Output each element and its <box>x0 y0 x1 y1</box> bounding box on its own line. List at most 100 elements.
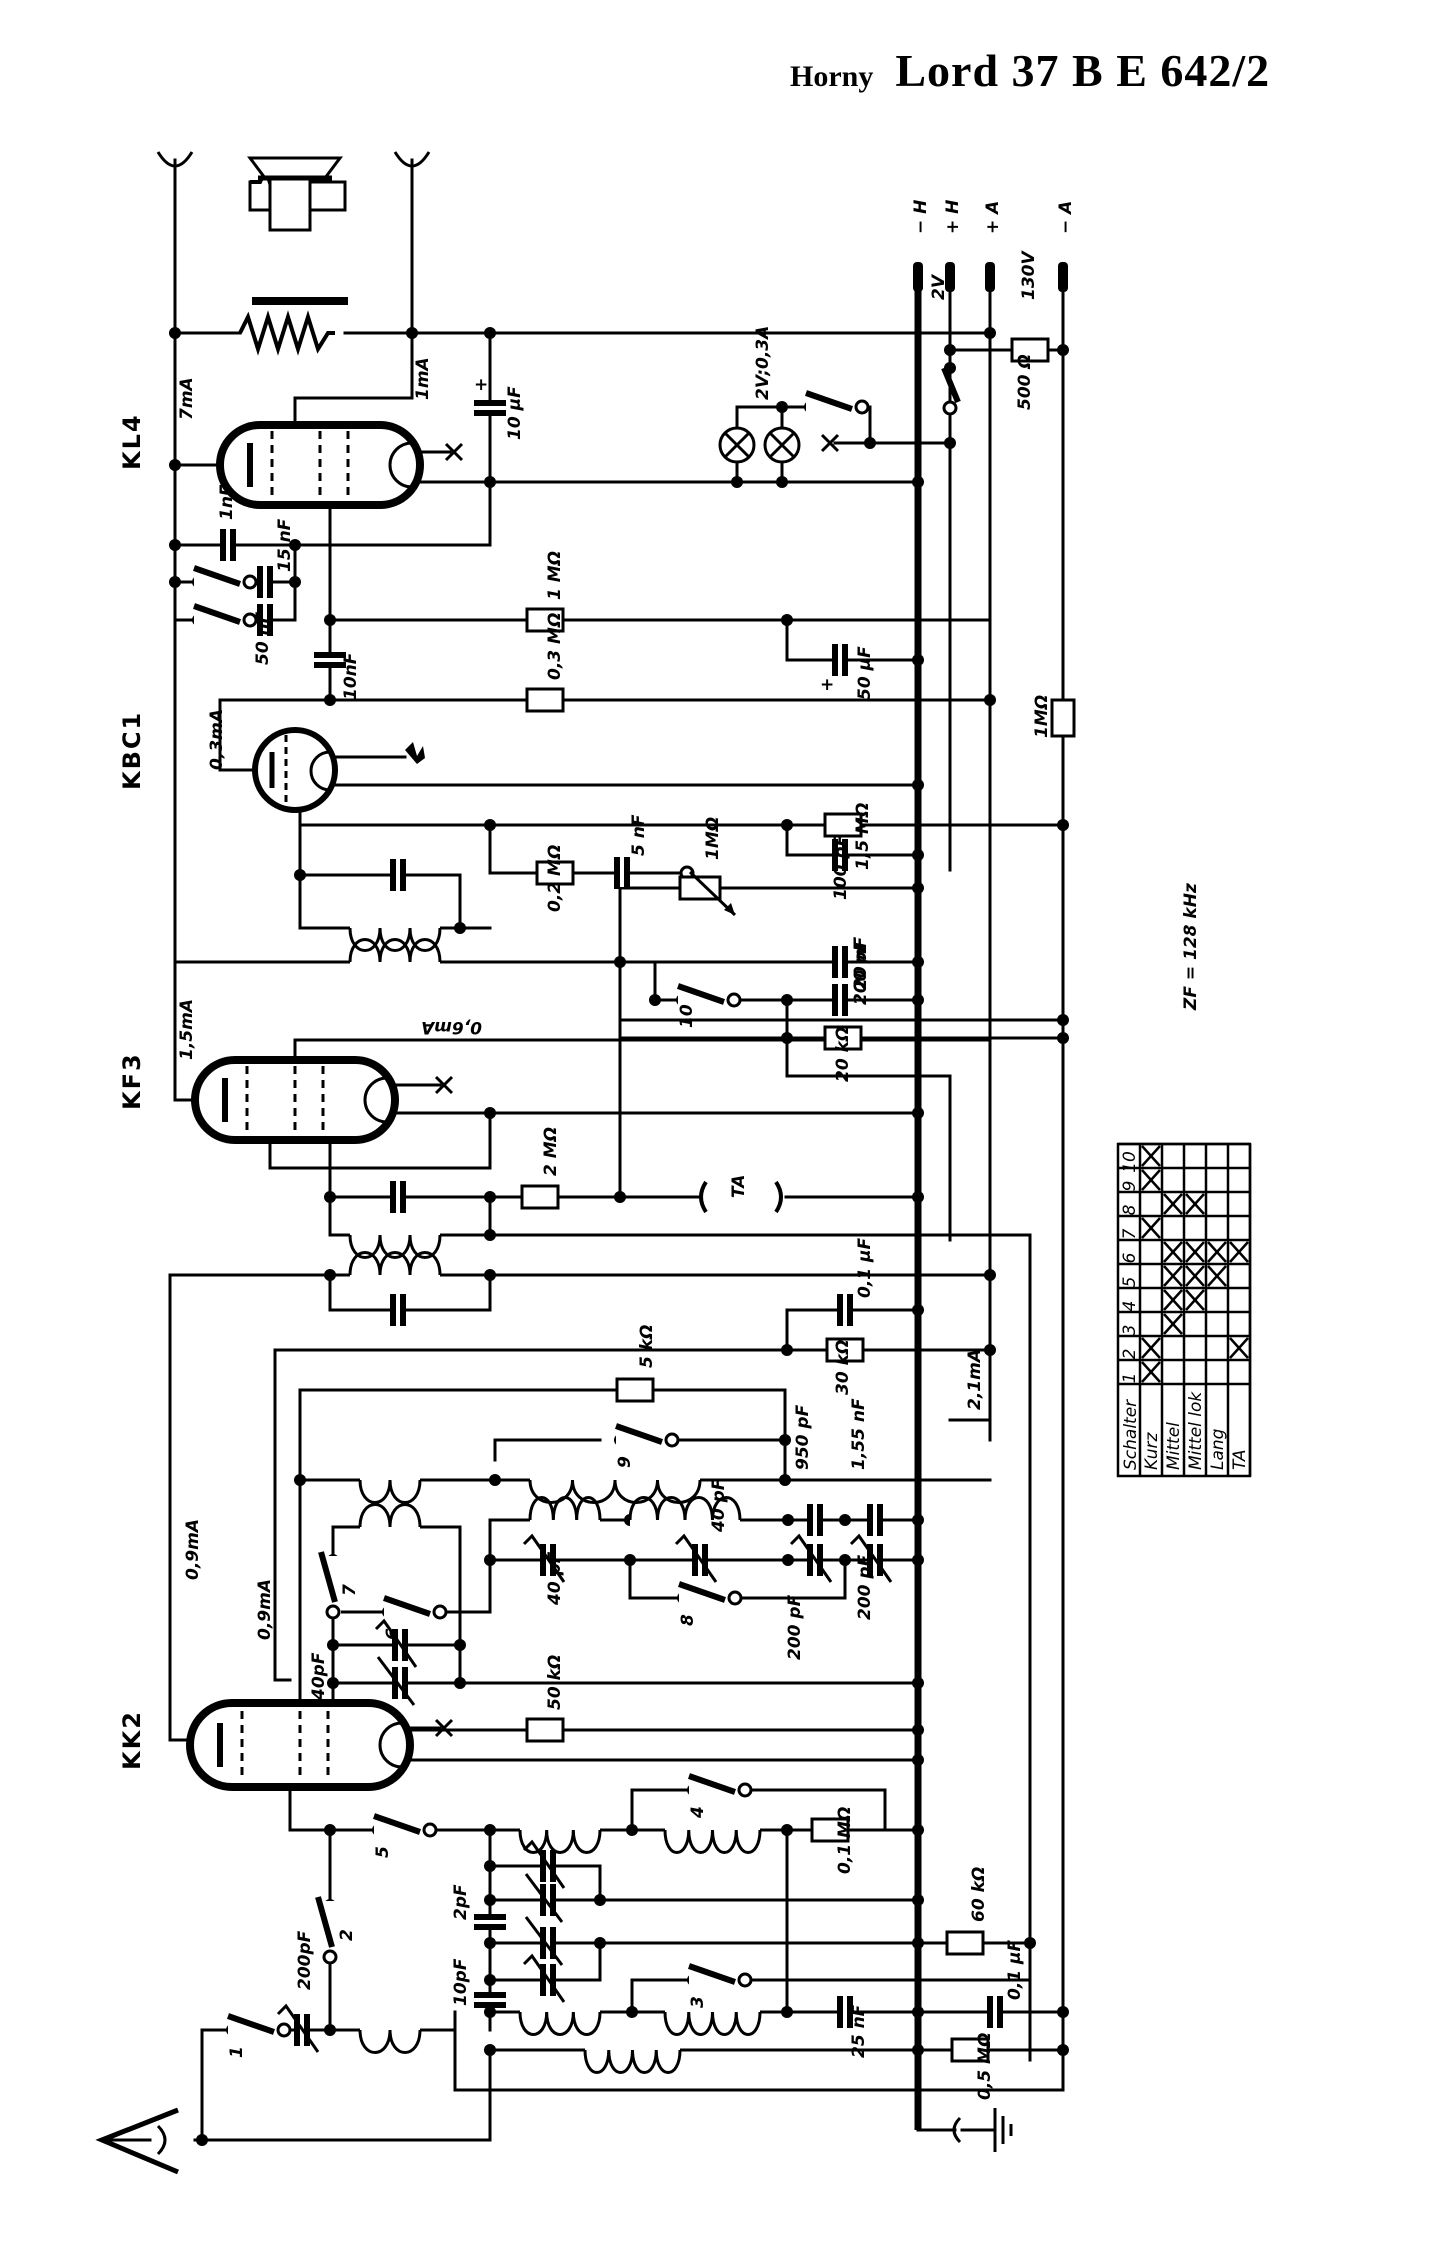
speaker-jack <box>393 151 431 168</box>
junction-dot <box>912 994 924 1006</box>
switch-blade <box>193 565 241 587</box>
capacitor-value: 200 pF <box>851 939 871 1005</box>
supply-terminal-label: − A <box>1056 201 1076 234</box>
wire <box>438 1195 492 1237</box>
wire <box>653 960 682 1002</box>
wire <box>173 960 197 1102</box>
resistor <box>1050 698 1076 738</box>
capacitor-value: 200pF <box>295 1930 315 1990</box>
coil-gap <box>530 1512 600 1528</box>
switch-table-column-header: 5 <box>1120 1277 1140 1288</box>
switch-closed-mark <box>1185 1193 1205 1215</box>
lamp-cross <box>723 431 751 459</box>
resistor-value: 0,1 MΩ <box>835 1807 855 1874</box>
capacitor-value: 5 nF <box>629 814 649 856</box>
junction-dot <box>984 1269 996 1281</box>
junction-dot <box>1057 1032 1069 1044</box>
switch-table-column-header: 4 <box>1120 1301 1140 1312</box>
switch-blade <box>678 1581 726 1603</box>
switch-closed-mark <box>1163 1193 1183 1215</box>
open-end-mark <box>434 1075 454 1095</box>
speaker-cone <box>247 156 343 180</box>
capacitor-value: 10 µF <box>505 386 525 440</box>
coil-gap <box>350 1227 440 1243</box>
switch-closed-mark <box>1185 1241 1205 1263</box>
open-end-mark <box>444 442 464 462</box>
junction-dot <box>912 1554 924 1566</box>
supply-terminal <box>913 262 923 292</box>
switch-closed-mark <box>1185 1265 1205 1287</box>
switch-table-column-header: 6 <box>1120 1252 1140 1263</box>
pickup-jack <box>774 1180 783 1214</box>
resistor <box>525 607 565 633</box>
antenna-jack <box>156 2124 167 2156</box>
coil-gap <box>350 1267 440 1283</box>
total-current-label: 2,1mA <box>965 1349 985 1410</box>
junction-dot <box>984 1344 996 1356</box>
junction-dot <box>484 1974 496 1986</box>
resistor-value: 500 Ω <box>1015 354 1035 410</box>
switch-table-column-header: 7 <box>1120 1228 1140 1239</box>
switch-number: 9 <box>615 1456 635 1468</box>
wire <box>398 873 462 930</box>
potentiometer-value: 1MΩ <box>703 817 723 860</box>
volume-potentiometer <box>678 875 722 901</box>
resistor-value: 0,2 MΩ <box>545 845 565 912</box>
capacitor-value: 200 pF <box>855 1554 875 1620</box>
resistor <box>810 1817 850 1843</box>
anode-voltage: 130V <box>1019 250 1039 300</box>
switch-blade <box>373 1813 421 1835</box>
resistor <box>615 1377 655 1403</box>
capacitor-value: 2pF <box>451 1884 471 1920</box>
wire <box>298 873 352 930</box>
junction-dot <box>1057 344 1069 356</box>
wire <box>288 1785 377 1832</box>
switch-number: 7 <box>340 1584 360 1596</box>
resistor <box>945 1930 985 1956</box>
trimmer-mark <box>522 1533 566 1583</box>
current-label: 0,3mA <box>207 709 227 770</box>
resistor <box>825 1337 865 1363</box>
junction-dot <box>912 476 924 488</box>
junction-dot <box>327 1639 339 1651</box>
junction-dot <box>912 882 924 894</box>
current-label: 0,6mA <box>421 1017 482 1037</box>
junction-dot <box>839 1514 851 1526</box>
open-end-mark <box>434 1718 454 1738</box>
junction-dot <box>944 437 956 449</box>
wire <box>618 960 1065 1022</box>
junction-dot <box>912 1514 924 1526</box>
pickup-label: TA <box>729 1175 749 1198</box>
switch-blade <box>615 1423 663 1445</box>
open-end-mark <box>820 433 840 453</box>
wire <box>493 1438 602 1462</box>
junction-dot <box>484 1860 496 1872</box>
junction-dot <box>781 1032 793 1044</box>
junction-dot <box>912 956 924 968</box>
speaker-magnet <box>268 176 312 232</box>
coil-inductor <box>518 1829 602 1854</box>
coil-gap <box>350 920 440 936</box>
junction-dot <box>782 1554 794 1566</box>
resistor-value: 1 MΩ <box>545 551 565 600</box>
resistor-value: 0,5 MΩ <box>975 2033 995 2100</box>
junction-dot <box>327 1677 339 1689</box>
resistor-value: 2 MΩ <box>541 1127 561 1176</box>
wire <box>328 1273 402 1312</box>
junction-dot <box>289 576 301 588</box>
switch-table-column-header: 9 <box>1120 1181 1140 1192</box>
trimmer-mark <box>789 1533 833 1583</box>
junction-dot <box>294 1474 306 1486</box>
switch-closed-mark <box>1141 1337 1161 1359</box>
tube-filament <box>363 1076 388 1124</box>
junction-dot <box>912 1724 924 1736</box>
wire <box>273 1348 292 1682</box>
coil-inductor <box>348 1251 442 1276</box>
wire <box>218 698 257 772</box>
switch-number: 6 <box>383 1628 403 1640</box>
capacitor-value: 0,1 µF <box>1005 1939 1025 2000</box>
model-designation: Lord 37 B E 642/2 <box>895 45 1271 96</box>
coil-inductor <box>348 1234 442 1259</box>
